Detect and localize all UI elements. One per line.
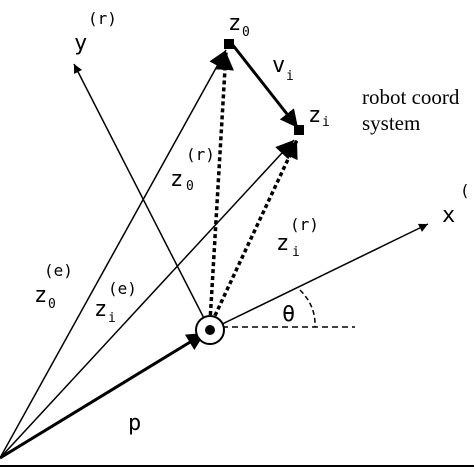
theta-label: θ	[282, 302, 295, 327]
y-axis-superscript: (r)	[88, 9, 117, 28]
y-axis-arrow	[73, 63, 211, 331]
vi-label-subscript: i	[286, 69, 294, 84]
theta-arc	[299, 289, 316, 328]
z0-point	[224, 39, 234, 49]
z0-label: z	[228, 11, 241, 36]
zi-r-label-superscript: (r)	[290, 215, 319, 234]
zi-e-label: z	[94, 297, 107, 322]
x-axis-arrow	[209, 223, 429, 331]
p-vector-arrow	[0, 331, 206, 460]
z0-label-subscript: 0	[242, 25, 250, 40]
robot-coord-label-line1: robot coord	[362, 85, 460, 109]
z0-e-label: z	[34, 283, 47, 308]
zi-point	[294, 125, 304, 135]
zi-label-subscript: i	[322, 115, 330, 130]
robot-coord-label-line2: system	[362, 111, 420, 135]
zi-e-vector-arrow	[0, 139, 295, 459]
vi-vector-arrow	[230, 43, 300, 129]
z0-e-label-superscript: (e)	[44, 261, 73, 280]
z0-r-label-subscript: 0	[186, 179, 194, 194]
vi-label: v	[272, 53, 285, 78]
x-axis-label: x	[442, 203, 455, 228]
zi-r-label-subscript: i	[292, 245, 300, 260]
y-axis-label: y	[74, 31, 87, 56]
zi-e-label-superscript: (e)	[108, 279, 137, 298]
zi-label: z	[308, 103, 321, 128]
zi-e-label-subscript: i	[108, 311, 116, 326]
x-axis-superscript: (	[460, 181, 470, 200]
zi-r-vector-arrow	[210, 139, 299, 323]
z0-e-vector-arrow	[0, 49, 227, 459]
z0-r-label: z	[170, 167, 183, 192]
z0-r-label-superscript: (r)	[186, 145, 215, 164]
p-label: p	[128, 411, 141, 436]
z0-e-label-subscript: 0	[48, 297, 56, 312]
robot-inner-dot	[205, 325, 215, 335]
zi-r-label: z	[276, 231, 289, 256]
z0-r-vector-arrow	[208, 51, 234, 323]
